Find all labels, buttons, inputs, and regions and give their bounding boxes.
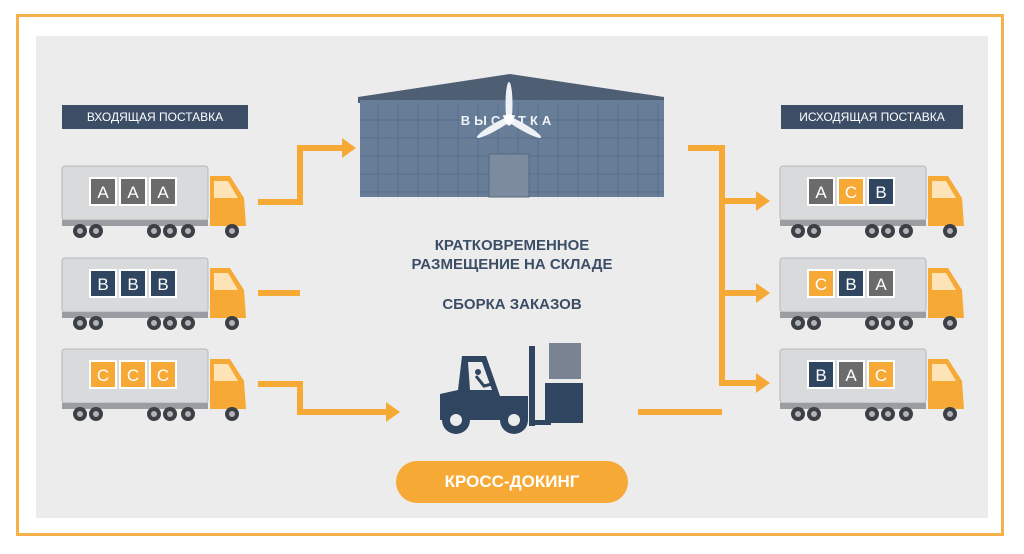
wheel-hub (185, 320, 191, 326)
wheel-hub (93, 228, 99, 234)
cargo-box-letter: B (845, 275, 856, 294)
wheel-hub (77, 320, 83, 326)
cargo-box-letter: B (157, 275, 168, 294)
wheel-hub (167, 411, 173, 417)
wheel-hub (229, 228, 235, 234)
wheel-hub (151, 411, 157, 417)
warehouse-building: ВЫСОТКА (358, 74, 664, 197)
short-term-storage-text: КРАТКОВРЕМЕННОЕ РАЗМЕЩЕНИЕ НА СКЛАДЕ (370, 236, 654, 274)
cargo-box-letter: C (815, 275, 827, 294)
order-assembly-text: СБОРКА ЗАКАЗОВ (370, 295, 654, 314)
wheel-hub (93, 411, 99, 417)
wheel-hub (77, 228, 83, 234)
wheel-hub (151, 228, 157, 234)
wheel-hub (77, 411, 83, 417)
arrow-head-out-2 (756, 283, 770, 303)
cargo-box-letter: A (97, 183, 109, 202)
cargo-box-letter: B (875, 183, 886, 202)
wheel-hub (795, 228, 801, 234)
wheel-hub (869, 228, 875, 234)
cargo-box-letter: C (127, 366, 139, 385)
warehouse-door (489, 154, 529, 197)
cargo-box-letter: A (845, 366, 857, 385)
wheel-hub (885, 411, 891, 417)
wheel-hub (185, 411, 191, 417)
wheel-hub (947, 228, 953, 234)
storage-line: РАЗМЕЩЕНИЕ НА СКЛАДЕ (370, 255, 654, 274)
wheel-hub (229, 411, 235, 417)
wheel-hub (795, 411, 801, 417)
arrow-head-out-3 (756, 373, 770, 393)
wheel-hub (903, 228, 909, 234)
wheel-hub (185, 228, 191, 234)
forklift-icon (440, 343, 583, 434)
wheel-hub (885, 320, 891, 326)
wheel-hub (151, 320, 157, 326)
arrow-head-to-warehouse (342, 138, 356, 158)
cargo-box-letter: A (875, 275, 887, 294)
cross-docking-badge: КРОСС-ДОКИНГ (396, 461, 628, 503)
cargo-box-letter: A (127, 183, 139, 202)
arrow-head-to-forklift (386, 402, 400, 422)
wheel-hub (229, 320, 235, 326)
wheel-hub (795, 320, 801, 326)
wheel-hub (93, 320, 99, 326)
cargo-box-letter: C (875, 366, 887, 385)
wheel-hub (167, 228, 173, 234)
cargo-box-letter: B (815, 366, 826, 385)
wheel-hub (811, 411, 817, 417)
cargo-box-letter: A (815, 183, 827, 202)
short-term-line: КРАТКОВРЕМЕННОЕ (370, 236, 654, 255)
wheel-hub (167, 320, 173, 326)
cargo-box-letter: C (97, 366, 109, 385)
cargo-box-letter: C (157, 366, 169, 385)
arrow-head-out-1 (756, 191, 770, 211)
wheel-hub (869, 411, 875, 417)
cargo-box-letter: B (97, 275, 108, 294)
cargo-box-letter: B (127, 275, 138, 294)
wheel-hub (903, 320, 909, 326)
wheel-hub (811, 320, 817, 326)
cargo-box-letter: C (845, 183, 857, 202)
wheel-hub (885, 228, 891, 234)
cargo-box-letter: A (157, 183, 169, 202)
wheel-hub (903, 411, 909, 417)
wheel-hub (947, 320, 953, 326)
wheel-hub (869, 320, 875, 326)
wheel-hub (947, 411, 953, 417)
wheel-hub (811, 228, 817, 234)
